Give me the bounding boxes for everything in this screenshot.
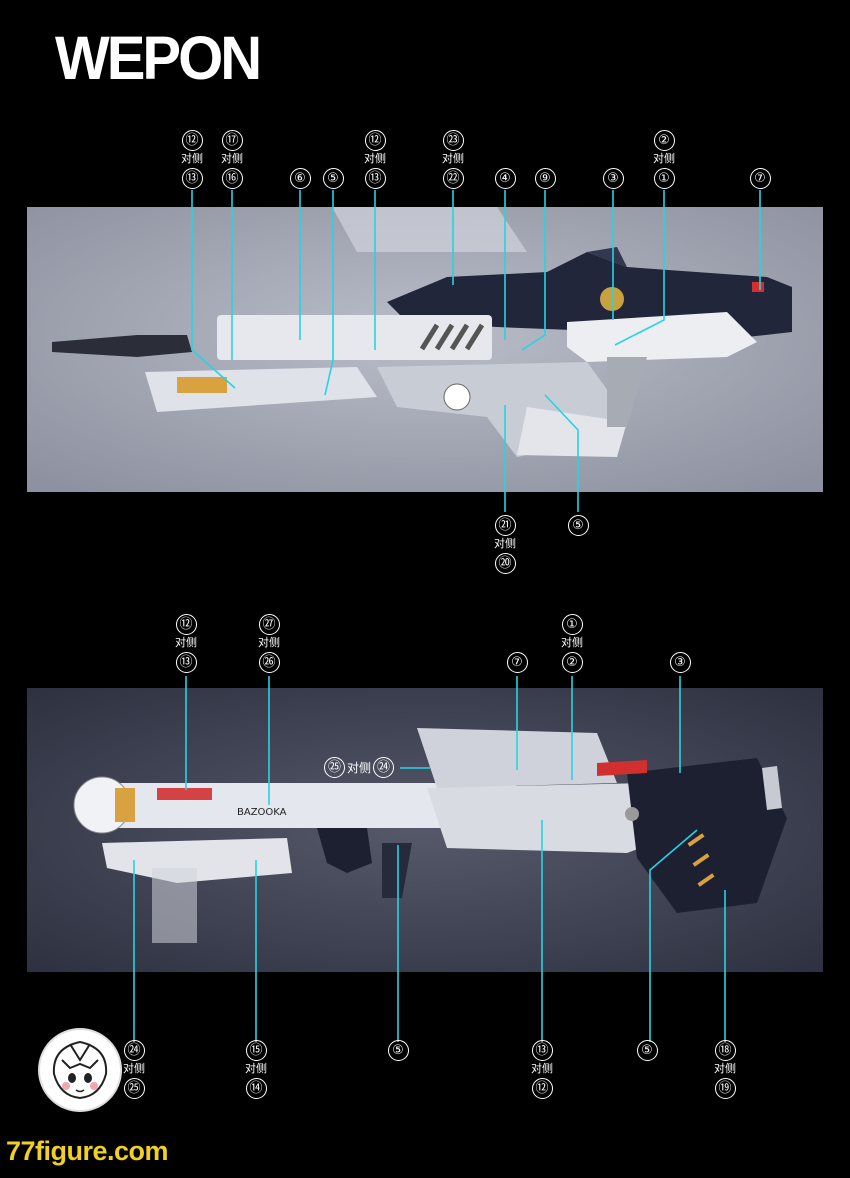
label-12-13-a: ⑫ 对侧 ⑬	[170, 130, 214, 189]
label-3-top: ③	[591, 168, 635, 189]
label-24-25: ㉔ 对侧 ㉕	[112, 1040, 156, 1099]
page-title: WEPON	[55, 24, 262, 93]
label-27-26: ㉗ 对侧 ㉖	[247, 614, 291, 673]
label-5-top: ⑤	[311, 168, 355, 189]
label-21-20: ㉑ 对侧 ⑳	[483, 515, 527, 574]
rifle-photo	[27, 207, 823, 492]
label-12-13-b: ⑫ 对侧 ⑬	[353, 130, 397, 189]
label-5-bottom-b: ⑤	[625, 1040, 669, 1061]
label-5-bottom-a: ⑤	[376, 1040, 420, 1061]
label-13-12: ⑬ 对侧 ⑫	[520, 1040, 564, 1099]
label-18-19: ⑱ 对侧 ⑲	[703, 1040, 747, 1099]
bazooka-photo: BAZOOKA	[27, 688, 823, 972]
label-9: ⑨	[523, 168, 567, 189]
label-7-mid: ⑦	[495, 652, 539, 673]
label-25-24-inline: ㉕ 对侧 ㉔	[324, 757, 395, 778]
mascot-logo	[38, 1028, 122, 1112]
bazooka-marking: BAZOOKA	[237, 807, 287, 818]
label-4: ④	[483, 168, 527, 189]
label-3-mid: ③	[658, 652, 702, 673]
label-5-under-top: ⑤	[556, 515, 600, 536]
label-6: ⑥	[278, 168, 322, 189]
label-15-14: ⑮ 对侧 ⑭	[234, 1040, 278, 1099]
label-12-13-c: ⑫ 对侧 ⑬	[164, 614, 208, 673]
label-2-1: ② 对侧 ①	[642, 130, 686, 189]
label-23-22: ㉓ 对侧 ㉒	[431, 130, 475, 189]
label-17-16: ⑰ 对侧 ⑯	[210, 130, 254, 189]
site-watermark: 77figure.com	[6, 1136, 169, 1166]
label-1-2: ① 对侧 ②	[550, 614, 594, 673]
label-7-top: ⑦	[738, 168, 782, 189]
